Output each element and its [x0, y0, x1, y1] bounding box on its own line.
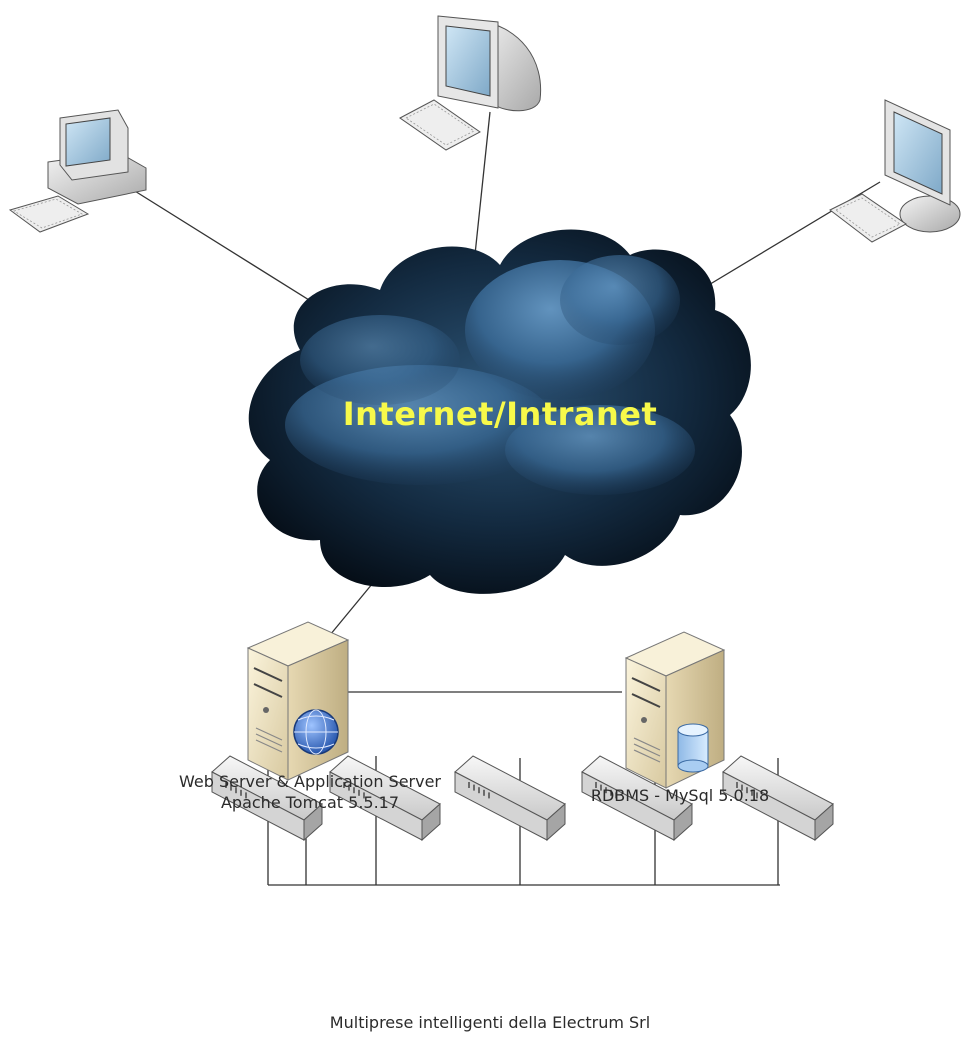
- database-icon: [677, 723, 709, 773]
- web-server-label-line2: Apache Tomcat 5.5.17: [220, 793, 400, 812]
- web-server: [246, 621, 350, 781]
- power-strip-4: [581, 755, 693, 842]
- cloud-puff: [505, 405, 695, 495]
- power-strip-3: [454, 755, 566, 842]
- power-strips: [211, 755, 834, 842]
- client-pc-left: [8, 109, 147, 233]
- db-server-label: RDBMS - MySql 5.0.18: [590, 786, 770, 805]
- database-server: [624, 631, 726, 789]
- network-title: Internet/Intranet: [342, 395, 658, 433]
- globe-icon: [293, 709, 339, 755]
- internet-cloud: [248, 229, 751, 594]
- power-strips-label: Multiprese intelligenti della Electrum S…: [329, 1013, 651, 1032]
- cloud-puff: [300, 315, 460, 405]
- client-pc-top: [399, 15, 542, 151]
- power-strip-5: [722, 755, 834, 842]
- cloud-puff: [560, 255, 680, 345]
- web-server-label-line1: Web Server & Application Server: [178, 772, 442, 791]
- power-strip-2: [329, 755, 441, 842]
- power-strip-1: [211, 755, 323, 842]
- client-pc-right: [829, 99, 961, 243]
